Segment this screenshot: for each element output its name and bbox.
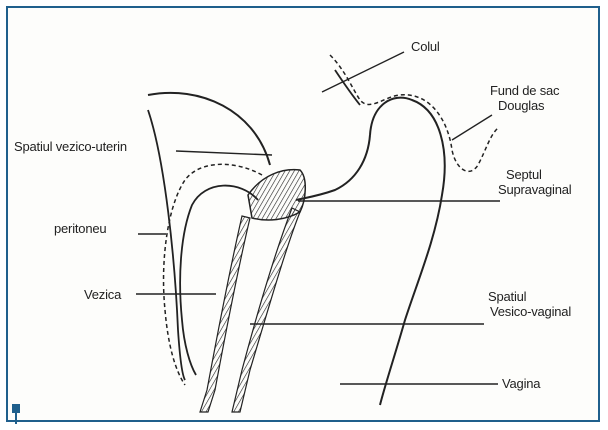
label-vezica: Vezica (84, 288, 121, 302)
label-spatiul-vesico-vaginal-line1: Spatiul (488, 290, 526, 304)
label-spatiul-vezico-uterin: Spatiul vezico-uterin (14, 140, 127, 154)
cervix-outline (296, 135, 370, 200)
label-colul: Colul (411, 40, 440, 54)
uterus-outline (370, 98, 445, 405)
leader-spatiul-vezico-uterin (176, 151, 272, 155)
peritoneum-posterior (330, 55, 498, 171)
label-vagina: Vagina (502, 377, 540, 391)
label-spatiul-vesico-vaginal-line2: Vesico-vaginal (490, 305, 571, 319)
leader-fund-de-sac (452, 115, 492, 140)
label-fund-de-sac-line1: Fund de sac (490, 84, 559, 98)
label-septul-line2: Supravaginal (498, 183, 572, 197)
leader-colul (322, 52, 404, 92)
label-fund-de-sac-line2: Douglas (498, 99, 544, 113)
label-peritoneu: peritoneu (54, 222, 106, 236)
label-septul-line1: Septul (506, 168, 542, 182)
corner-marker-stem (15, 412, 17, 424)
